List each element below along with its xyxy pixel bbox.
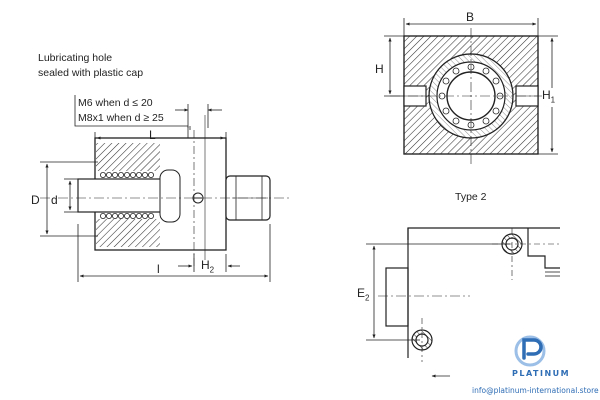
- dim-B-label: B: [466, 10, 475, 24]
- lubrication-note-line2: sealed with plastic cap: [38, 67, 144, 79]
- side-section-view: [40, 115, 290, 268]
- dim-D-label: D: [31, 193, 40, 207]
- thread-note-small: M6 when d ≤ 20: [78, 97, 153, 109]
- ball-row-top: [100, 171, 154, 178]
- thread-note-large: M8x1 when d ≥ 25: [78, 112, 164, 124]
- type2-view: [378, 227, 560, 362]
- dim-H-label: H: [375, 62, 384, 76]
- dim-l-label: l: [157, 262, 160, 276]
- dim-H1-label: H1: [542, 88, 556, 108]
- dim-E2-label: E2: [357, 286, 370, 306]
- dim-d-label: d: [51, 193, 58, 207]
- ball-row-bottom: [100, 212, 154, 219]
- front-view-dimensions: [384, 18, 558, 155]
- lubrication-note-line1: Lubricating hole: [38, 52, 113, 64]
- dim-H2-label: H2: [201, 258, 215, 275]
- type2-dimensions: [366, 243, 510, 378]
- dim-L-label: L: [149, 128, 156, 142]
- type-2-label: Type 2: [455, 191, 487, 203]
- brand-url: info@platinum-international.store: [472, 386, 599, 395]
- side-view-dimensions: [40, 95, 271, 282]
- brand-name: PLATINUM: [512, 369, 571, 378]
- front-section-view: [390, 28, 552, 164]
- platinum-logo: [514, 335, 546, 367]
